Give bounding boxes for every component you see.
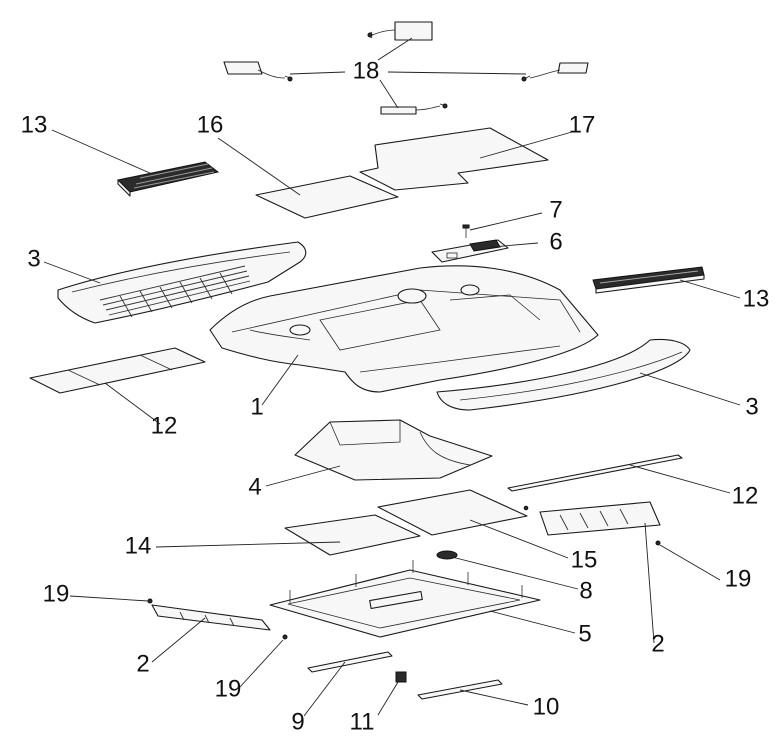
part-6-control-board (431, 239, 509, 263)
part-11-clip (395, 671, 407, 683)
callout-9: 9 (291, 708, 304, 735)
callout-13: 13 (743, 285, 770, 312)
part-3-cover-right (436, 338, 691, 411)
leader-lines (43, 37, 741, 717)
part-15-panel (377, 489, 529, 536)
callout-15: 15 (571, 546, 598, 573)
callout-7: 7 (549, 196, 562, 223)
callout-19: 19 (43, 580, 70, 607)
callout-1: 1 (250, 393, 263, 420)
callout-12: 12 (151, 412, 178, 439)
callout-19: 19 (725, 565, 752, 592)
callout-labels: 18 13 16 17 7 6 3 13 1 3 12 4 12 14 15 1… (21, 57, 770, 735)
part-13-grille-right (592, 266, 705, 294)
part-13-grille-left (116, 161, 220, 197)
callout-13: 13 (21, 111, 48, 138)
callout-8: 8 (579, 577, 592, 604)
callout-16: 16 (197, 111, 224, 138)
callout-4: 4 (248, 473, 261, 500)
part-2-louver-left (147, 598, 288, 640)
callout-3: 3 (27, 245, 40, 272)
part-5-ceiling-frame (269, 560, 541, 638)
part-10-trim-strip (417, 679, 503, 700)
part-12-filter-left (29, 347, 206, 394)
part-17-panel (359, 127, 549, 191)
part-1-base-housing (209, 265, 599, 393)
part-14-panel (284, 514, 421, 556)
part-9-trim-strip (307, 651, 393, 673)
part-18-harness (223, 21, 589, 115)
callout-6: 6 (549, 228, 562, 255)
part-4-blower-shroud (294, 419, 493, 481)
callout-17: 17 (569, 111, 596, 138)
callout-18: 18 (353, 57, 380, 84)
callout-11: 11 (350, 708, 375, 735)
callout-10: 10 (533, 693, 560, 720)
callout-14: 14 (125, 532, 152, 559)
part-12-filter-right (507, 454, 683, 492)
callout-2: 2 (136, 650, 149, 677)
callout-19: 19 (215, 675, 242, 702)
callout-5: 5 (578, 620, 591, 647)
part-16-panel (255, 175, 399, 219)
callout-12: 12 (732, 482, 759, 509)
part-7-screw (462, 224, 470, 238)
part-3-cover-left (57, 241, 307, 324)
part-2-louver-right (539, 501, 661, 546)
callout-3: 3 (745, 393, 758, 420)
callout-2: 2 (651, 630, 664, 657)
